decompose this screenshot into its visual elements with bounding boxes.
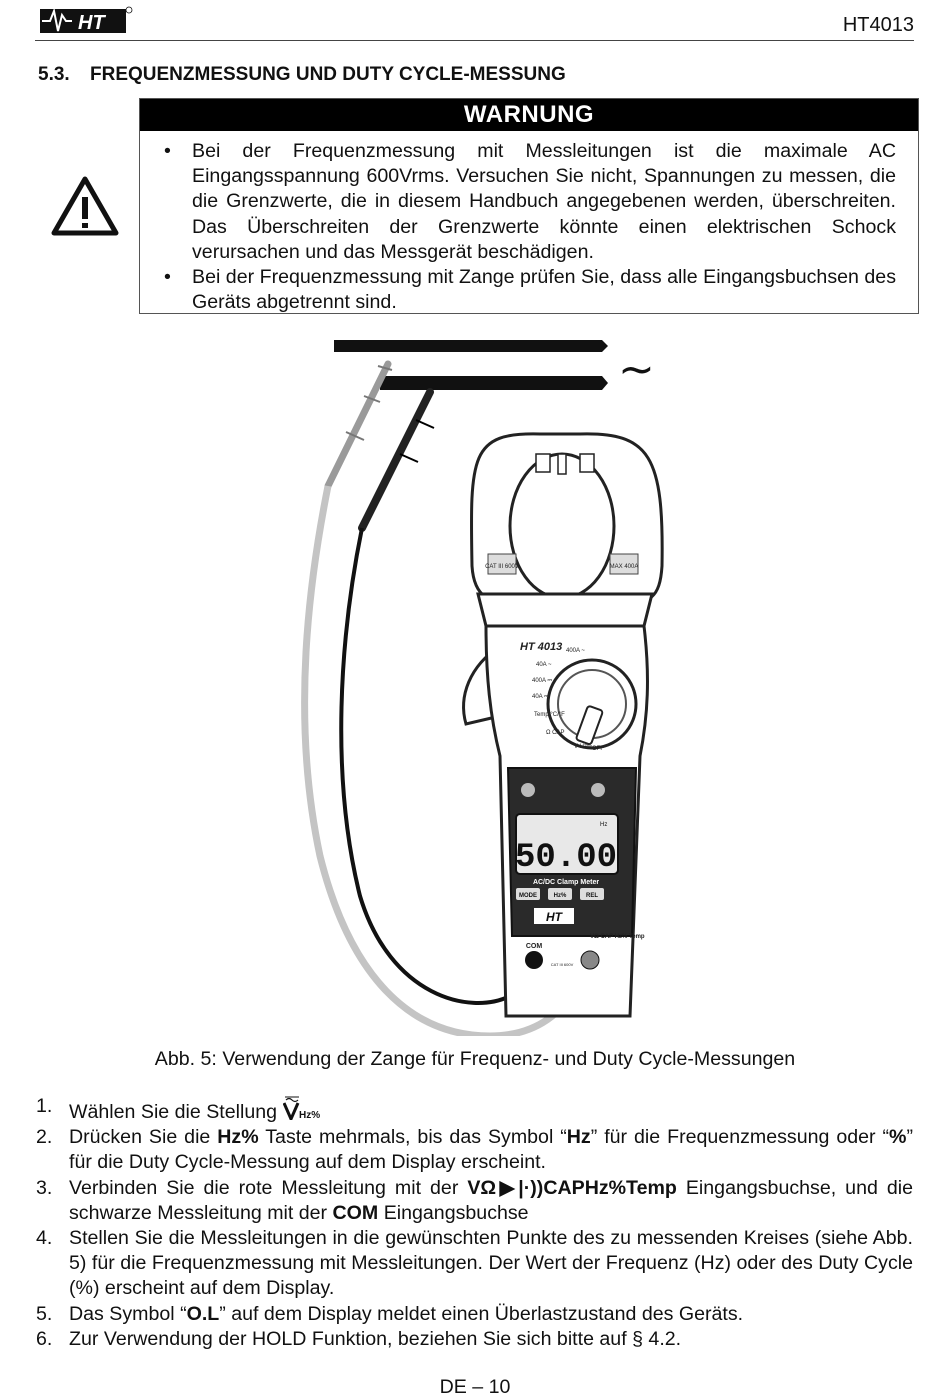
logo-text: HT	[78, 12, 106, 34]
section-heading: 5.3. FREQUENZMESSUNG UND DUTY CYCLE-MESSU…	[38, 64, 566, 86]
step-text: Verbinden Sie die rote Messleitung mit d…	[69, 1176, 468, 1199]
svg-text:Hz%: Hz%	[299, 1110, 320, 1120]
hz-button-label: Hz%	[554, 893, 567, 899]
dial-label: OFF	[592, 746, 604, 752]
mode-button-label: MODE	[519, 893, 537, 899]
ac-wave-symbol: ~	[618, 344, 655, 395]
ht-logo: HT	[40, 6, 133, 34]
header-divider	[35, 40, 914, 41]
step-bold: Hz%	[217, 1126, 259, 1149]
figure-caption: Abb. 5: Verwendung der Zange für Frequen…	[154, 1048, 796, 1070]
instruction-list: 1. Wählen Sie die Stellung Hz% 2. Drücke…	[36, 1094, 913, 1352]
list-item: 2. Drücken Sie die Hz% Taste mehrmals, b…	[36, 1125, 913, 1175]
dial-label: 40A ~	[536, 662, 552, 668]
step-text: Taste mehrmals, bis das Symbol “	[258, 1126, 567, 1149]
list-item: 5. Das Symbol “O.L” auf dem Display meld…	[36, 1302, 913, 1327]
step-text: Eingangsbuchse	[378, 1201, 529, 1224]
warning-triangle-icon	[51, 176, 119, 236]
com-jack-label: COM	[526, 943, 543, 950]
list-item: 4. Stellen Sie die Messleitungen in die …	[36, 1226, 913, 1302]
step-bold: COM	[332, 1201, 379, 1224]
step-text: Das Symbol “	[69, 1302, 187, 1325]
warning-item: Bei der Frequenzmessung mit Messleitunge…	[140, 139, 918, 265]
list-item: 6. Zur Verwendung der HOLD Funktion, bez…	[36, 1327, 913, 1352]
section-number: 5.3.	[38, 64, 70, 85]
step-text: ” auf dem Display meldet einen Überlastz…	[219, 1302, 744, 1325]
rel-button-label: REL	[586, 893, 598, 899]
dial-label: 40A ⎓	[532, 694, 549, 700]
dial-label: 400A ⎓	[532, 678, 552, 684]
dial-label: Temp °C/°F	[534, 712, 565, 718]
step-number: 5.	[36, 1302, 53, 1325]
warning-title: WARNUNG	[140, 99, 918, 131]
step-bold: O.L	[186, 1302, 220, 1325]
list-item: 1. Wählen Sie die Stellung Hz%	[36, 1094, 913, 1125]
step-text: Drücken Sie die	[69, 1126, 218, 1149]
step-bold: VΩ▶|·))CAPHz%Temp	[467, 1176, 677, 1199]
step-text: ” für die Frequenzmessung oder “	[590, 1126, 890, 1149]
dial-label: V Hz%	[574, 744, 593, 750]
display-reading: 50.00	[515, 839, 617, 877]
max-label: MAX 400A	[610, 564, 639, 570]
warning-box: WARNUNG Bei der Frequenzmessung mit Mess…	[139, 98, 919, 314]
display-unit: Hz	[600, 822, 607, 828]
section-title: FREQUENZMESSUNG UND DUTY CYCLE-MESSUNG	[90, 64, 566, 85]
warning-item: Bei der Frequenzmessung mit Zange prüfen…	[140, 265, 918, 315]
step-text: Stellen Sie die Messleitungen in die gew…	[69, 1227, 913, 1300]
step-text: Wählen Sie die Stellung	[69, 1101, 278, 1123]
clamp-meter-illustration: ~ CAT III 600V MAX 400A HT 4013	[301, 340, 664, 1036]
clamp-meter: CAT III 600V MAX 400A HT 4013 400A ~ 40A…	[462, 432, 664, 1018]
list-item: 3. Verbinden Sie die rote Messleitung mi…	[36, 1176, 913, 1226]
meter-brand-label: HT	[546, 910, 564, 924]
cat-label: CAT III 600V	[485, 564, 519, 570]
step-bold: Hz	[566, 1126, 591, 1149]
step-number: 4.	[36, 1227, 53, 1250]
meter-model-label: HT 4013	[520, 641, 562, 653]
conductor-bars	[334, 340, 608, 390]
step-number: 2.	[36, 1126, 53, 1149]
step-text: Zur Verwendung der HOLD Funktion, bezieh…	[69, 1327, 682, 1350]
step-bold: %	[889, 1126, 907, 1149]
step-number: 1.	[36, 1095, 53, 1117]
red-test-lead	[301, 360, 594, 1036]
model-name: HT4013	[842, 14, 914, 36]
page-number: DE – 10	[439, 1376, 511, 1398]
panel-label: AC/DC Clamp Meter	[533, 879, 599, 886]
warning-list: Bei der Frequenzmessung mit Messleitunge…	[140, 139, 918, 315]
input-jack-label: VΩ CAP Hz% Temp	[590, 934, 645, 940]
dial-label: 400A ~	[566, 648, 585, 654]
step-text: Eingangsbuchse, und die schwarze Messlei…	[69, 1176, 913, 1224]
step-number: 6.	[36, 1327, 53, 1350]
v-hz-dial-position-icon: Hz%	[282, 1096, 320, 1120]
step-number: 3.	[36, 1176, 53, 1199]
dial-label: Ω CAP	[546, 730, 565, 736]
cat-small-label: CAT III 600V	[551, 962, 574, 967]
step-text: ” für die Duty Cycle-Messung auf dem Dis…	[69, 1126, 914, 1174]
